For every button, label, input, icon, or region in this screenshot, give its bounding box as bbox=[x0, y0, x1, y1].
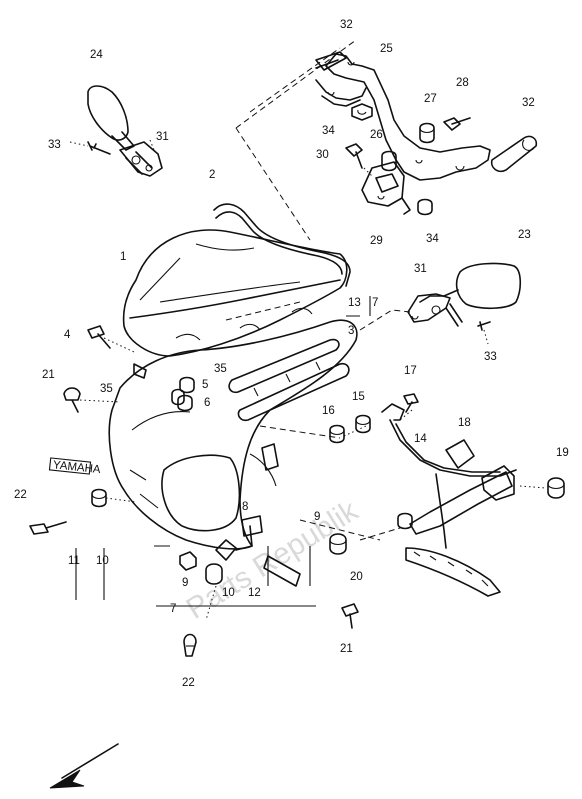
rubber-32-right bbox=[490, 135, 538, 173]
label-7-top: 7 bbox=[372, 297, 378, 309]
label-20: 20 bbox=[350, 571, 363, 583]
label-33-left: 33 bbox=[48, 139, 61, 151]
leader-31-left bbox=[149, 139, 155, 151]
side-panel-3 bbox=[228, 338, 350, 422]
collar-10-bottom bbox=[205, 563, 223, 585]
screw-22-bottom bbox=[183, 633, 197, 657]
label-32-right: 32 bbox=[522, 97, 535, 109]
label-1: 1 bbox=[120, 251, 126, 263]
left-mirror bbox=[87, 85, 163, 177]
label-25: 25 bbox=[380, 43, 393, 55]
windshield bbox=[122, 229, 348, 357]
label-23: 23 bbox=[518, 229, 531, 241]
collar-10-left bbox=[91, 488, 107, 508]
label-30: 30 bbox=[316, 149, 329, 161]
label-16: 16 bbox=[322, 405, 335, 417]
label-22-bottom: 22 bbox=[182, 677, 195, 689]
mount-bracket-29 bbox=[361, 161, 411, 215]
label-2: 2 bbox=[209, 169, 215, 181]
grommet-15 bbox=[355, 414, 371, 434]
stay-bracket bbox=[315, 53, 491, 181]
label-34-top: 34 bbox=[322, 125, 335, 137]
screw-21-bottom bbox=[341, 603, 359, 629]
label-31-right: 31 bbox=[414, 263, 427, 275]
label-26: 26 bbox=[370, 129, 383, 141]
screw-33-right bbox=[477, 321, 491, 345]
collar-27 bbox=[419, 122, 435, 144]
bolt-17 bbox=[403, 393, 419, 413]
label-7-bottom: 7 bbox=[170, 603, 176, 615]
label-34-bottom: 34 bbox=[426, 233, 439, 245]
nut-34-bottom bbox=[417, 198, 433, 216]
label-14: 14 bbox=[414, 433, 427, 445]
grommet-20 bbox=[329, 533, 347, 555]
arrow-down-left-icon bbox=[49, 743, 119, 789]
label-21-top: 21 bbox=[42, 369, 55, 381]
screw-33-left bbox=[69, 141, 111, 155]
screw-22-left bbox=[29, 521, 67, 535]
label-32-left: 32 bbox=[340, 19, 353, 31]
grommet-6b bbox=[171, 388, 185, 406]
label-10-bottom: 10 bbox=[222, 587, 235, 599]
label-5: 5 bbox=[202, 379, 208, 391]
nut-34-top bbox=[351, 103, 373, 121]
label-9-left: 9 bbox=[182, 577, 188, 589]
label-10-left: 10 bbox=[96, 555, 109, 567]
label-31-left: 31 bbox=[156, 131, 169, 143]
cap-19 bbox=[547, 477, 565, 499]
label-11: 11 bbox=[68, 555, 80, 567]
bolt-28 bbox=[443, 117, 471, 131]
screw-21-top bbox=[63, 387, 81, 413]
label-6: 6 bbox=[204, 397, 210, 409]
label-24: 24 bbox=[90, 49, 103, 61]
label-15: 15 bbox=[352, 391, 365, 403]
plate-18 bbox=[445, 439, 475, 469]
label-8: 8 bbox=[242, 501, 248, 513]
label-29: 29 bbox=[370, 235, 383, 247]
label-33-right: 33 bbox=[484, 351, 497, 363]
label-28: 28 bbox=[456, 77, 469, 89]
inner-panel-pieces bbox=[215, 443, 301, 587]
screw-35-left bbox=[133, 363, 147, 379]
label-13: 13 bbox=[348, 297, 361, 309]
label-12: 12 bbox=[248, 587, 261, 599]
label-27: 27 bbox=[424, 93, 437, 105]
part-labels: 1 2 3 4 5 6 7 7 8 9 9 10 10 11 12 13 14 … bbox=[14, 19, 569, 689]
cowling-stay-14 bbox=[381, 403, 517, 597]
label-17: 17 bbox=[404, 365, 417, 377]
windshield-trim bbox=[213, 203, 351, 287]
screw-4 bbox=[87, 325, 111, 349]
label-35-right: 35 bbox=[214, 363, 227, 375]
right-mirror bbox=[407, 262, 522, 327]
nut-9 bbox=[179, 551, 197, 571]
label-35-left: 35 bbox=[100, 383, 113, 395]
label-19: 19 bbox=[556, 447, 569, 459]
yamaha-emblem: YAMAHA bbox=[48, 457, 101, 476]
bolt-30 bbox=[345, 143, 363, 169]
grommet-6 bbox=[177, 394, 193, 412]
label-22-left: 22 bbox=[14, 489, 27, 501]
label-3: 3 bbox=[348, 325, 354, 337]
label-21-bottom: 21 bbox=[340, 643, 353, 655]
leader-lines bbox=[75, 39, 547, 621]
emblem-text: YAMAHA bbox=[52, 459, 101, 476]
grommet-16 bbox=[329, 424, 345, 444]
label-4: 4 bbox=[64, 329, 71, 341]
label-18: 18 bbox=[458, 417, 471, 429]
label-9-right: 9 bbox=[314, 511, 320, 523]
